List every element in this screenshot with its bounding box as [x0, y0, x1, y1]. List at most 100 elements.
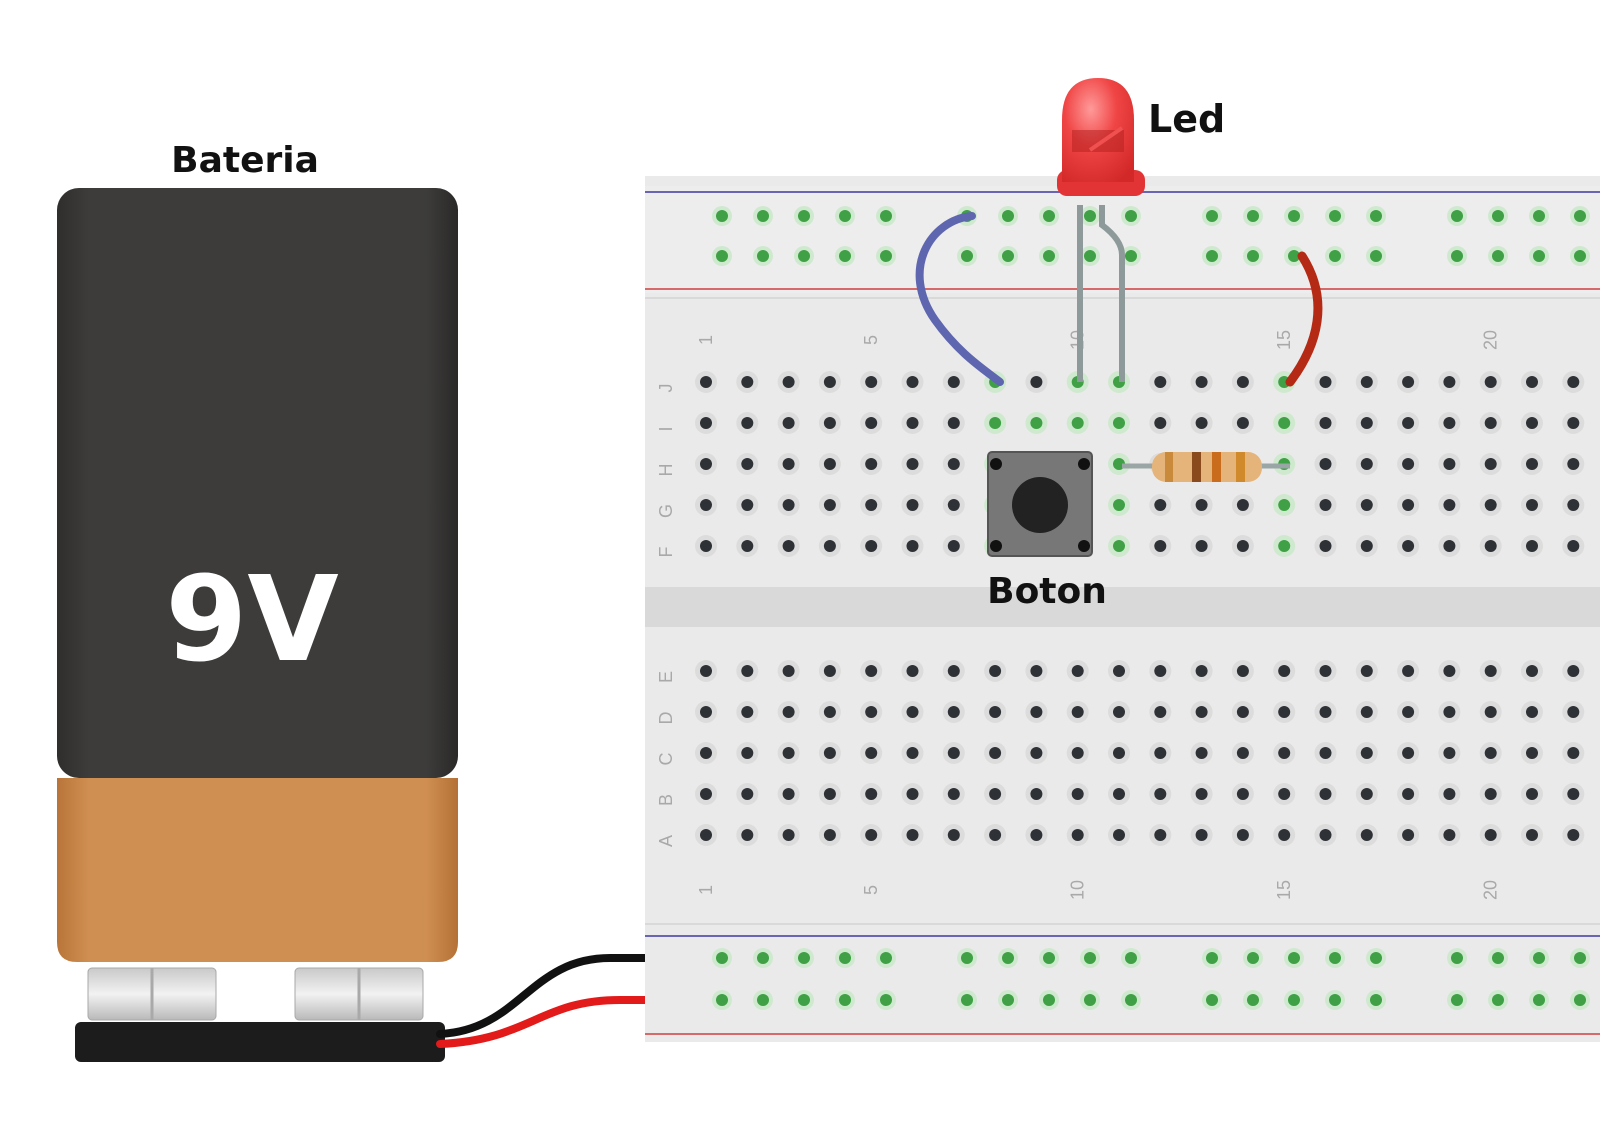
rail-hole-center	[1247, 994, 1259, 1006]
hole-center	[1484, 665, 1497, 677]
rail-hole-center	[757, 994, 769, 1006]
hole-center	[1360, 540, 1373, 552]
hole-center	[865, 417, 878, 429]
row-letter-E: E	[656, 671, 676, 683]
hole-center	[947, 665, 960, 677]
hole-center	[1526, 376, 1538, 388]
hole-center	[1030, 665, 1043, 677]
hole-center	[700, 747, 712, 759]
rail-hole-center	[1451, 952, 1463, 964]
hole-center	[823, 376, 836, 388]
rail-hole-center	[961, 250, 973, 262]
hole-center	[1319, 458, 1332, 470]
hole-center	[1402, 376, 1415, 388]
resistor	[1122, 452, 1290, 482]
rail-hole-center	[1370, 994, 1382, 1006]
battery-voltage-label: 9V	[165, 550, 338, 688]
hole-center	[1071, 788, 1084, 800]
rail-hole-center	[1492, 250, 1504, 262]
led: Led	[1057, 78, 1225, 382]
hole-center	[906, 458, 919, 470]
rail-hole-center	[757, 210, 769, 222]
hole-center	[1567, 499, 1580, 511]
hole-center	[1278, 540, 1291, 552]
rail-hole-center	[1574, 210, 1586, 222]
hole-center	[1030, 788, 1043, 800]
rail-hole-center	[1247, 250, 1259, 262]
hole-center	[1030, 829, 1043, 841]
battery-clip	[75, 1022, 445, 1062]
hole-center	[1278, 417, 1291, 429]
hole-center	[1360, 376, 1373, 388]
rail-hole-center	[1533, 250, 1545, 262]
rail-hole-center	[1125, 994, 1137, 1006]
hole-center	[823, 458, 836, 470]
rail-hole-center	[1370, 250, 1382, 262]
hole-center	[1113, 499, 1125, 511]
hole-center	[865, 706, 878, 718]
rail-hole-center	[1043, 952, 1055, 964]
hole-center	[1360, 499, 1373, 511]
rail-hole-center	[1492, 994, 1504, 1006]
rail-hole-center	[1329, 250, 1341, 262]
hole-center	[1360, 665, 1373, 677]
hole-center	[865, 540, 878, 552]
hole-center	[1319, 706, 1332, 718]
col-number-bottom-20: 20	[1481, 880, 1501, 900]
rail-hole-center	[839, 994, 851, 1006]
rail-hole-center	[1574, 250, 1586, 262]
hole-center	[1154, 747, 1167, 759]
rail-hole-center	[1451, 250, 1463, 262]
hole-center	[823, 788, 836, 800]
hole-center	[782, 747, 795, 759]
hole-center	[1402, 706, 1415, 718]
hole-center	[947, 417, 960, 429]
row-letter-A: A	[656, 835, 676, 847]
hole-center	[1319, 665, 1332, 677]
rail-hole-center	[839, 250, 851, 262]
col-number-top-20: 20	[1481, 330, 1501, 350]
rail-hole-center	[1329, 994, 1341, 1006]
hole-center	[700, 376, 712, 388]
hole-center	[947, 829, 960, 841]
rail-hole-center	[880, 210, 892, 222]
hole-center	[782, 417, 795, 429]
hole-center	[1113, 540, 1125, 552]
hole-center	[1526, 788, 1538, 800]
hole-center	[782, 458, 795, 470]
push-button-cap	[1012, 477, 1068, 533]
hole-center	[906, 540, 919, 552]
hole-center	[1236, 376, 1249, 388]
hole-center	[700, 499, 712, 511]
hole-center	[1278, 788, 1291, 800]
hole-center	[947, 706, 960, 718]
rail-hole-center	[880, 994, 892, 1006]
hole-center	[1154, 665, 1167, 677]
hole-center	[989, 829, 1002, 841]
row-letter-B: B	[656, 794, 676, 806]
hole-center	[1113, 417, 1125, 429]
hole-center	[1402, 458, 1415, 470]
rail-hole-center	[1206, 952, 1218, 964]
hole-center	[823, 829, 836, 841]
rail-hole-center	[1329, 952, 1341, 964]
rail-hole-center	[1451, 994, 1463, 1006]
hole-center	[1484, 458, 1497, 470]
hole-center	[1526, 829, 1538, 841]
col-number-top-5: 5	[861, 335, 881, 345]
rail-hole-center	[1002, 250, 1014, 262]
hole-center	[906, 499, 919, 511]
col-number-top-15: 15	[1274, 330, 1294, 350]
hole-center	[1567, 376, 1580, 388]
hole-center	[700, 665, 712, 677]
hole-center	[1071, 829, 1084, 841]
hole-center	[1195, 376, 1208, 388]
hole-center	[782, 706, 795, 718]
hole-center	[865, 788, 878, 800]
rail-hole-center	[1247, 210, 1259, 222]
row-letter-G: G	[656, 504, 676, 518]
hole-center	[1567, 706, 1580, 718]
rail-hole-center	[1288, 210, 1300, 222]
